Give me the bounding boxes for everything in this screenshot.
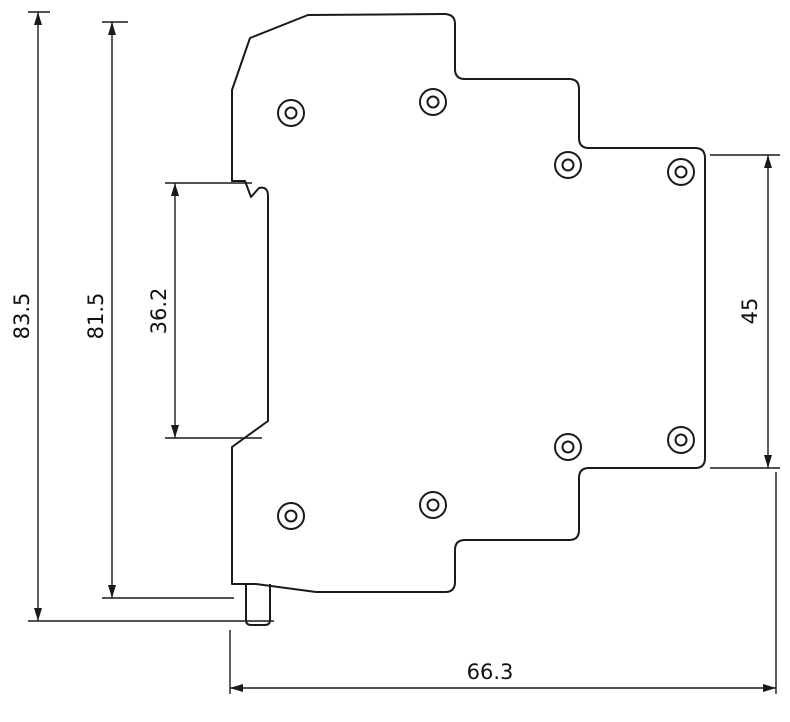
fastener-boss [554, 151, 582, 179]
fastener-inner-ring [426, 498, 440, 512]
part-outline [231, 13, 706, 593]
dimension-label-right-section-height: 45 [738, 298, 762, 325]
dim-arrow-up-icon [171, 183, 179, 196]
dimension-label-slot-height: 36.2 [147, 288, 171, 335]
fastener-boss [667, 426, 695, 454]
fastener-inner-ring [561, 158, 575, 172]
dimension-label-overall-width: 66.3 [467, 660, 514, 684]
fastener-boss [419, 88, 447, 116]
dim-arrow-left-icon [230, 684, 243, 692]
dimension-overall-width: 66.3 [229, 472, 777, 694]
dim-arrow-right-icon [763, 684, 776, 692]
dimension-label-overall-height: 83.5 [10, 293, 34, 340]
fastener-boss [419, 491, 447, 519]
fastener-inner-ring [561, 440, 575, 454]
dim-arrow-up-icon [34, 12, 42, 25]
fastener-inner-ring [426, 95, 440, 109]
dimension-label-body-height: 81.5 [84, 293, 108, 340]
dimension-right-section-height: 45 [710, 154, 780, 469]
dim-arrow-down-icon [34, 608, 42, 621]
fastener-inner-ring [284, 106, 298, 120]
fastener-boss [667, 158, 695, 186]
dimension-slot-height: 36.2 [147, 182, 262, 439]
fastener-inner-ring [284, 509, 298, 523]
dim-arrow-up-icon [108, 22, 116, 35]
dimension-body-height: 81.5 [84, 21, 234, 599]
dimension-overall-height: 83.5 [10, 11, 274, 622]
fastener-inner-ring [674, 165, 688, 179]
fastener-inner-ring [674, 433, 688, 447]
fastener-boss [554, 433, 582, 461]
dim-arrow-down-icon [764, 455, 772, 468]
dim-arrow-down-icon [171, 425, 179, 438]
fastener-boss [277, 502, 305, 530]
dim-arrow-up-icon [764, 155, 772, 168]
din-clip [245, 584, 271, 626]
dim-arrow-down-icon [108, 585, 116, 598]
fastener-boss [277, 99, 305, 127]
